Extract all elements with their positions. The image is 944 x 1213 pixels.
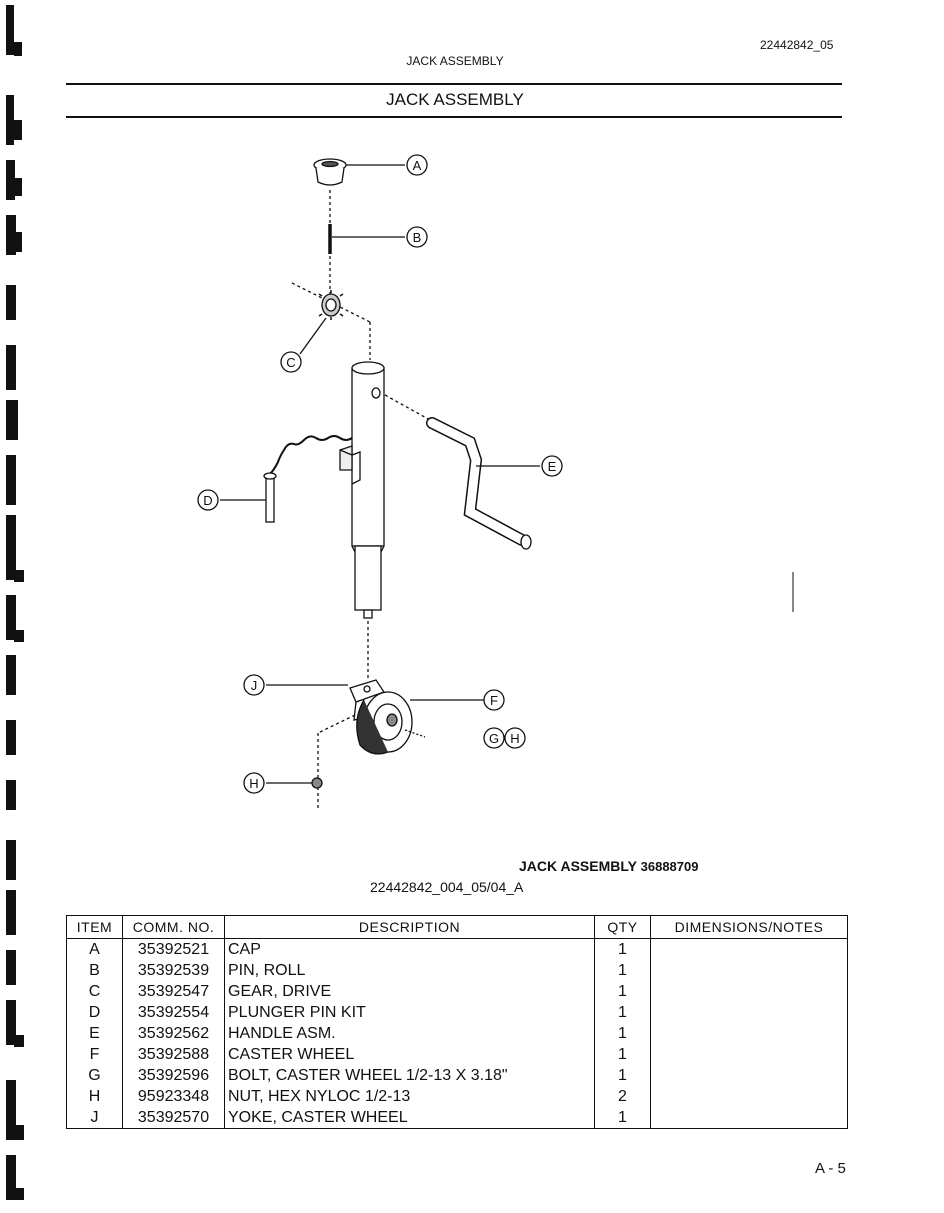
callout-b: B bbox=[413, 230, 422, 245]
cell-qty: 1 bbox=[594, 1044, 651, 1065]
cell-notes bbox=[650, 1065, 848, 1086]
cell-qty: 1 bbox=[594, 938, 651, 960]
cell-description: CASTER WHEEL bbox=[224, 1044, 595, 1065]
cell-comm-no: 35392570 bbox=[122, 1107, 225, 1129]
cell-qty: 1 bbox=[594, 981, 651, 1002]
callout-f: F bbox=[490, 693, 498, 708]
assembly-number: 36888709 bbox=[640, 859, 699, 874]
cell-item: J bbox=[66, 1107, 123, 1129]
table-row: C 35392547 GEAR, DRIVE 1 bbox=[66, 981, 848, 1002]
cell-item: F bbox=[66, 1044, 123, 1065]
cell-comm-no: 35392539 bbox=[122, 960, 225, 981]
table-row: B 35392539 PIN, ROLL 1 bbox=[66, 960, 848, 981]
header-notes: DIMENSIONS/NOTES bbox=[650, 915, 848, 939]
cell-comm-no: 95923348 bbox=[122, 1086, 225, 1107]
cell-notes bbox=[650, 960, 848, 981]
table-row: J 35392570 YOKE, CASTER WHEEL 1 bbox=[66, 1107, 848, 1129]
callout-g: G bbox=[489, 731, 499, 746]
page-number: A - 5 bbox=[815, 1160, 846, 1177]
callout-e: E bbox=[548, 459, 557, 474]
drawing-id: 22442842_004_05/04_A bbox=[370, 879, 524, 895]
cell-item: E bbox=[66, 1023, 123, 1044]
cell-description: PIN, ROLL bbox=[224, 960, 595, 981]
parts-table-header: ITEM COMM. NO. DESCRIPTION QTY DIMENSION… bbox=[66, 915, 848, 939]
cell-item: D bbox=[66, 1002, 123, 1023]
title-rule-bottom bbox=[66, 116, 842, 118]
cell-qty: 1 bbox=[594, 1107, 651, 1129]
table-row: H 95923348 NUT, HEX NYLOC 1/2-13 2 bbox=[66, 1086, 848, 1107]
title-rule-top bbox=[66, 83, 842, 85]
cell-qty: 1 bbox=[594, 960, 651, 981]
cell-item: H bbox=[66, 1086, 123, 1107]
cell-notes bbox=[650, 1044, 848, 1065]
cell-qty: 1 bbox=[594, 1065, 651, 1086]
cell-notes bbox=[650, 981, 848, 1002]
table-row: D 35392554 PLUNGER PIN KIT 1 bbox=[66, 1002, 848, 1023]
cell-notes bbox=[650, 1002, 848, 1023]
cell-description: CAP bbox=[224, 938, 595, 960]
cell-comm-no: 35392588 bbox=[122, 1044, 225, 1065]
cell-qty: 1 bbox=[594, 1002, 651, 1023]
header-comm-no: COMM. NO. bbox=[122, 915, 225, 939]
cell-item: C bbox=[66, 981, 123, 1002]
cell-description: YOKE, CASTER WHEEL bbox=[224, 1107, 595, 1129]
cell-description: HANDLE ASM. bbox=[224, 1023, 595, 1044]
cell-comm-no: 35392562 bbox=[122, 1023, 225, 1044]
cell-item: G bbox=[66, 1065, 123, 1086]
cell-comm-no: 35392596 bbox=[122, 1065, 225, 1086]
document-id: 22442842_05 bbox=[760, 38, 834, 52]
header-description: DESCRIPTION bbox=[224, 915, 595, 939]
cell-comm-no: 35392547 bbox=[122, 981, 225, 1002]
cell-comm-no: 35392521 bbox=[122, 938, 225, 960]
cell-notes bbox=[650, 1107, 848, 1129]
header-item: ITEM bbox=[66, 915, 123, 939]
assembly-title: JACK ASSEMBLY 36888709 bbox=[519, 858, 698, 874]
cap-part bbox=[313, 158, 347, 186]
cell-notes bbox=[650, 938, 848, 960]
cell-description: PLUNGER PIN KIT bbox=[224, 1002, 595, 1023]
running-header: JACK ASSEMBLY bbox=[406, 54, 504, 68]
cell-qty: 2 bbox=[594, 1086, 651, 1107]
callout-h-nut: H bbox=[249, 776, 258, 791]
parts-table: ITEM COMM. NO. DESCRIPTION QTY DIMENSION… bbox=[66, 915, 848, 1129]
callout-a: A bbox=[413, 158, 422, 173]
assembly-title-text: JACK ASSEMBLY bbox=[519, 858, 637, 874]
table-row: F 35392588 CASTER WHEEL 1 bbox=[66, 1044, 848, 1065]
cell-qty: 1 bbox=[594, 1023, 651, 1044]
cell-notes bbox=[650, 1023, 848, 1044]
table-row: A 35392521 CAP 1 bbox=[66, 938, 848, 960]
cell-description: BOLT, CASTER WHEEL 1/2-13 X 3.18" bbox=[224, 1065, 595, 1086]
callout-h: H bbox=[510, 731, 519, 746]
callout-j: J bbox=[251, 678, 258, 693]
cell-notes bbox=[650, 1086, 848, 1107]
cell-item: A bbox=[66, 938, 123, 960]
table-row: E 35392562 HANDLE ASM. 1 bbox=[66, 1023, 848, 1044]
cell-description: GEAR, DRIVE bbox=[224, 981, 595, 1002]
table-row: G 35392596 BOLT, CASTER WHEEL 1/2-13 X 3… bbox=[66, 1065, 848, 1086]
header-qty: QTY bbox=[594, 915, 651, 939]
cell-item: B bbox=[66, 960, 123, 981]
page-title: JACK ASSEMBLY bbox=[386, 90, 524, 109]
callout-d: D bbox=[203, 493, 212, 508]
cell-description: NUT, HEX NYLOC 1/2-13 bbox=[224, 1086, 595, 1107]
exploded-view-drawing: A B C D E F G H J H bbox=[197, 154, 794, 810]
callout-c: C bbox=[286, 355, 295, 370]
binding-edge bbox=[6, 5, 24, 1200]
cell-comm-no: 35392554 bbox=[122, 1002, 225, 1023]
